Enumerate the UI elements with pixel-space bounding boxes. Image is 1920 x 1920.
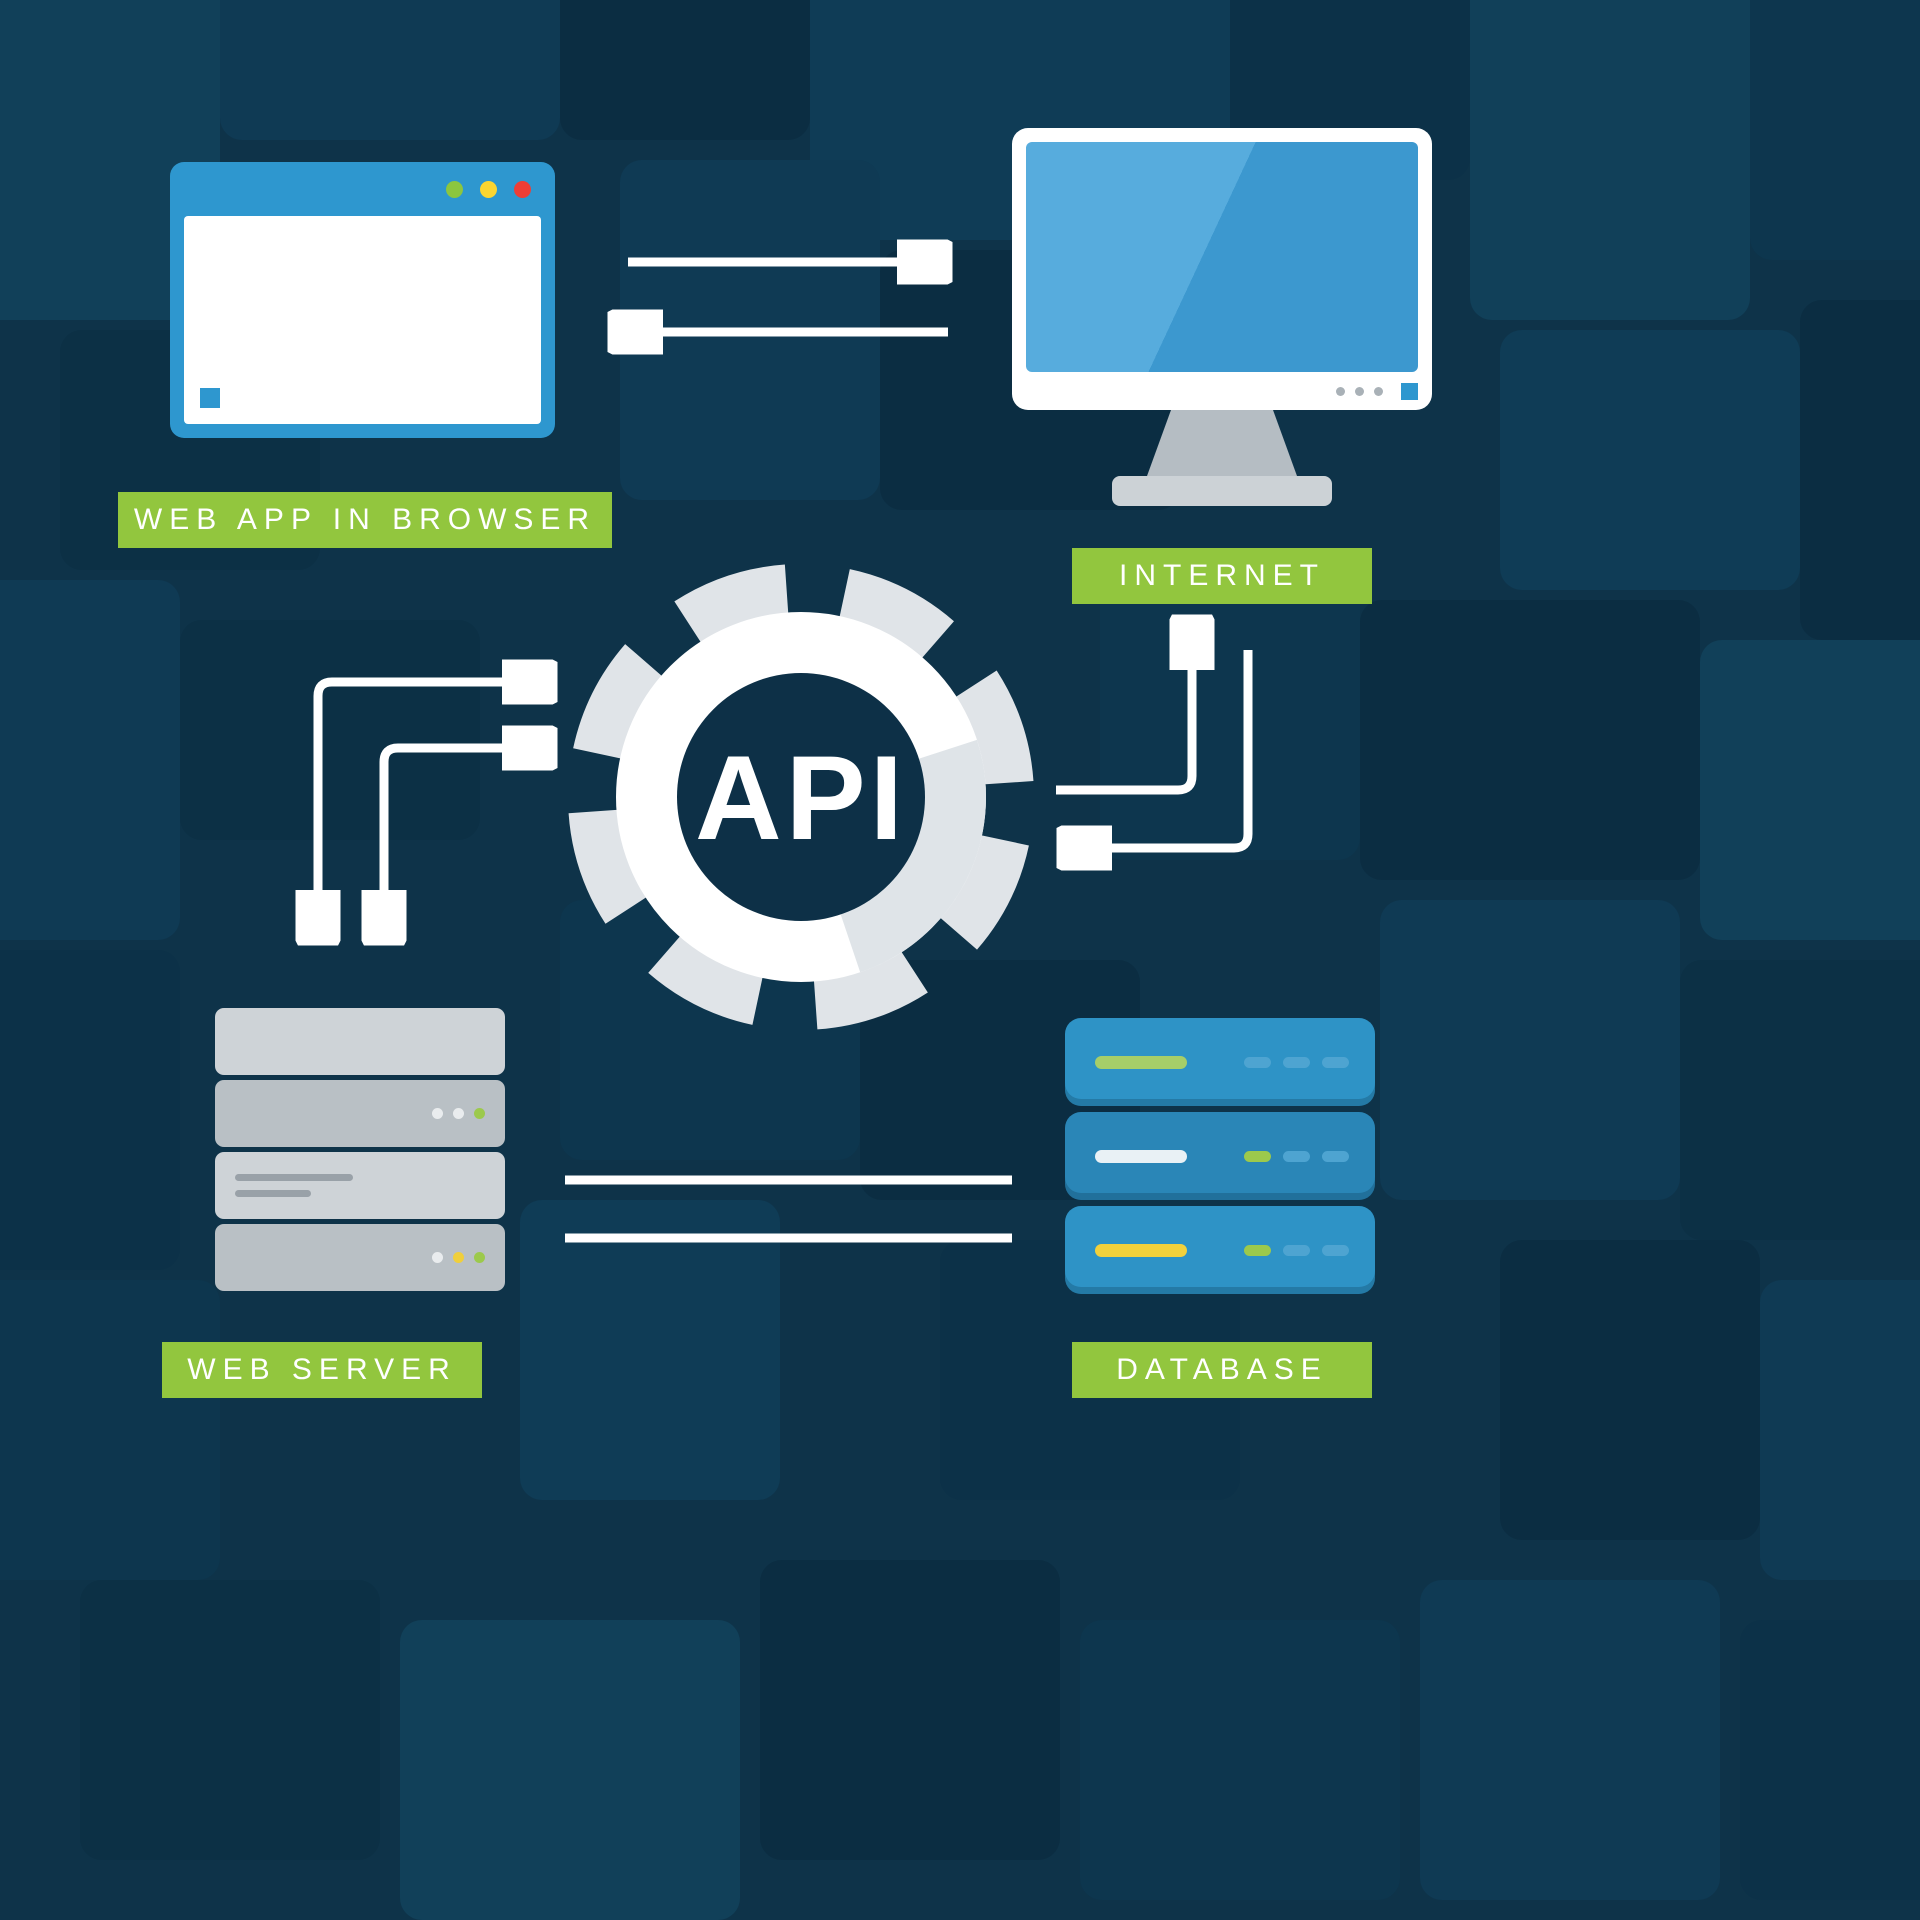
database-slot [1244,1150,1271,1162]
window-button-dot [446,180,463,198]
window-button-dot [480,180,497,198]
monitor-stand-neck [1147,410,1297,476]
server-line [235,1190,311,1197]
server-led [474,1252,485,1263]
database-slot [1283,1244,1310,1256]
database-slot [1283,1056,1310,1068]
database-slot [1322,1150,1349,1162]
web-server [215,1008,505,1291]
monitor-dot [1374,386,1383,396]
bg-tile [1420,1580,1720,1900]
database-indicator-bar [1095,1055,1187,1069]
database-slot [1283,1150,1310,1162]
server-led [453,1252,464,1263]
monitor [1012,128,1432,410]
bg-tile [1360,600,1700,880]
server-unit-leds [432,1108,485,1119]
bg-tile [1740,1620,1920,1900]
monitor-bezel [1026,377,1418,405]
database-unit [1065,1112,1375,1200]
database-slot [1244,1056,1271,1068]
server-led [432,1252,443,1263]
database-unit-slots [1244,1150,1349,1162]
bg-tile [1080,1620,1400,1900]
database-indicator-bar [1095,1149,1187,1163]
label-database: DATABASE [1072,1342,1372,1398]
bg-tile [1500,1240,1760,1540]
monitor-dot [1336,386,1345,396]
bg-tile [1380,900,1680,1200]
bg-tile [80,1580,380,1860]
monitor-dot [1355,386,1364,396]
bg-tile [520,1200,780,1500]
server-led [453,1108,464,1119]
database-slot [1244,1244,1271,1256]
window-button-dot [514,180,531,198]
bg-tile [560,0,810,140]
bg-tile [760,1560,1060,1860]
server-line [235,1174,353,1181]
database-unit-slots [1244,1244,1349,1256]
bg-tile [220,0,560,140]
bg-tile [1750,0,1920,260]
api-gear: API [568,564,1034,1030]
server-led [474,1108,485,1119]
database-unit [1065,1018,1375,1106]
bg-tile [0,1280,220,1580]
monitor-stand-base [1112,476,1332,506]
server-unit [215,1224,505,1291]
database-unit-slots [1244,1056,1349,1068]
browser-titlebar [170,162,555,216]
monitor-screen [1026,142,1418,372]
database-slot [1322,1244,1349,1256]
monitor-power-button [1401,382,1418,400]
bg-tile [400,1620,740,1920]
bg-tile [1470,0,1750,320]
database-unit [1065,1206,1375,1294]
server-unit-leds [432,1252,485,1263]
bg-tile [1680,960,1920,1240]
bg-tile [1500,330,1800,590]
server-unit [215,1152,505,1219]
label-web-app-in-browser: WEB APP IN BROWSER [118,492,612,548]
bg-tile [620,160,880,500]
database [1065,1018,1375,1294]
label-web-server: WEB SERVER [162,1342,482,1398]
server-led [432,1108,443,1119]
browser-window [170,162,555,438]
monitor-indicator-dots [1336,386,1383,396]
api-text: API [695,731,907,865]
database-slot [1322,1056,1349,1068]
bg-tile [0,950,180,1270]
server-unit-lines [235,1174,353,1197]
browser-content-block [200,388,220,408]
bg-tile [180,620,480,840]
label-internet: INTERNET [1072,548,1372,604]
database-indicator-bar [1095,1243,1187,1257]
bg-tile [1760,1280,1920,1580]
bg-tile [1700,640,1920,940]
bg-tile [1100,560,1360,860]
server-unit [215,1080,505,1147]
gear-hub [677,673,925,921]
bg-tile [0,580,180,940]
browser-window-buttons [446,180,531,198]
browser-content [184,216,541,424]
gear-ring-shade [616,612,986,982]
bg-tile [1800,300,1920,640]
server-unit [215,1008,505,1075]
